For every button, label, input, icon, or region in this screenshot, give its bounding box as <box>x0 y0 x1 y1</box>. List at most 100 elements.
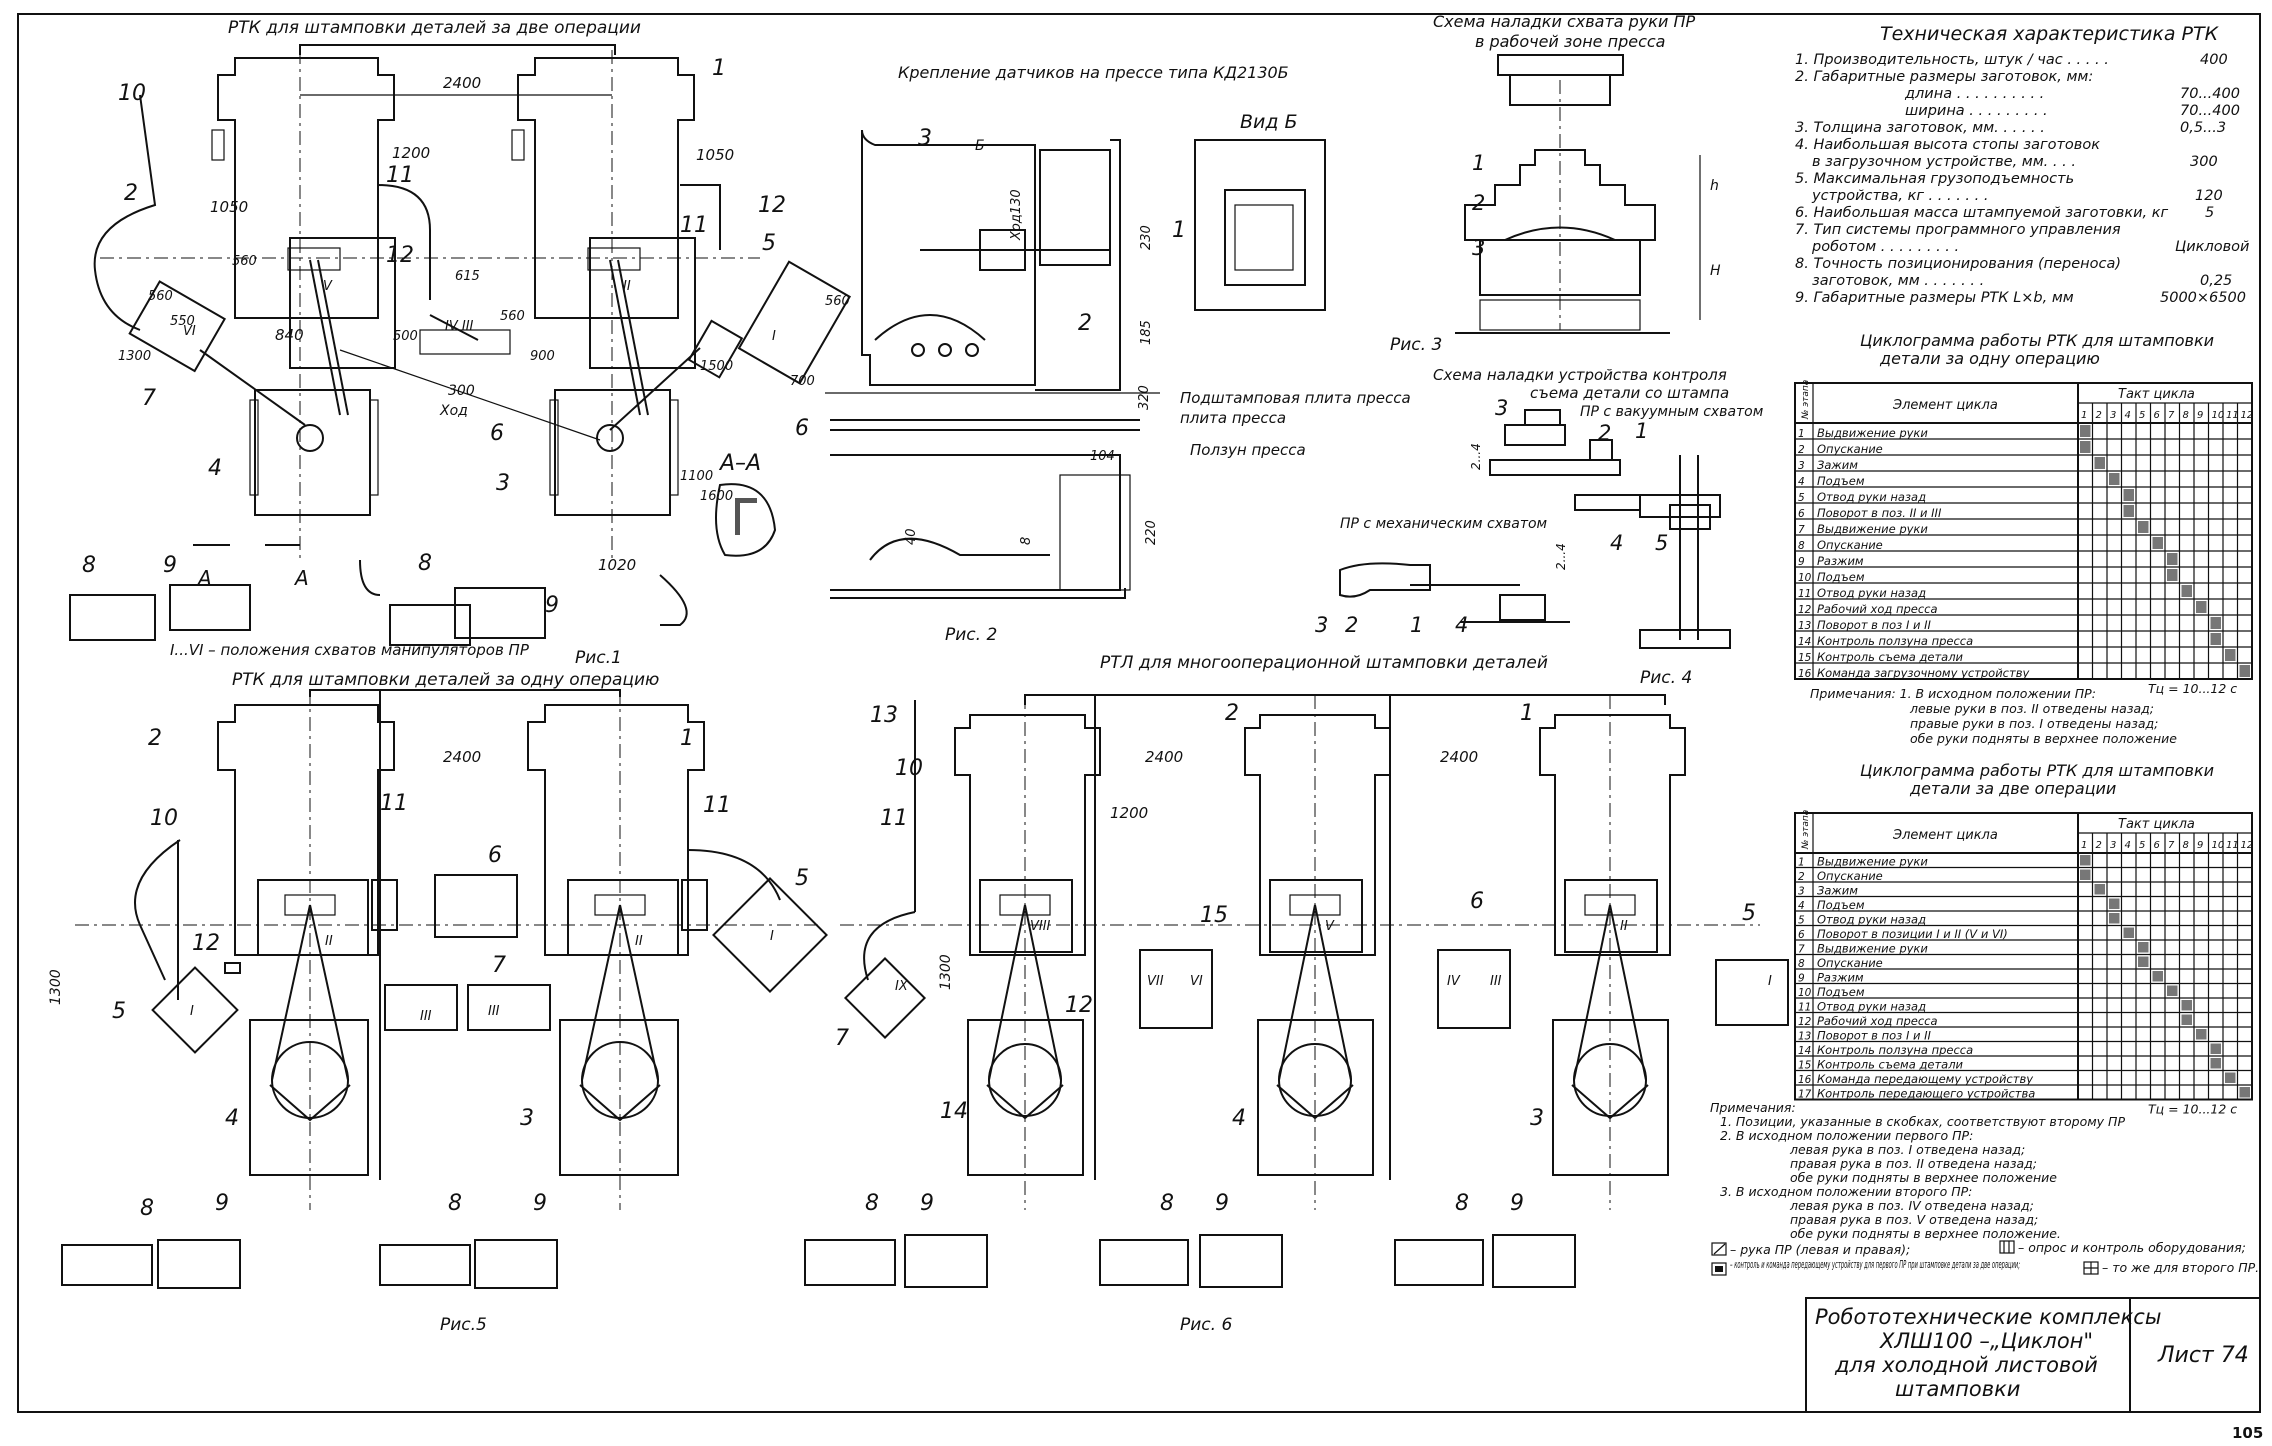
row-number: 8 <box>1798 958 1805 970</box>
svg-text:заготовок, мм . . . . .: заготовок, мм . . . . . . . <box>1812 273 1984 289</box>
takt-number: 9 <box>2197 840 2203 851</box>
cycle-element: Поворот в поз I и II <box>1817 618 1932 632</box>
svg-text:Ползун пресса: Ползун пресса <box>1190 441 1306 459</box>
press-left <box>211 57 396 516</box>
takt-number: 10 <box>2212 840 2225 851</box>
svg-text:0,25: 0,25 <box>2200 273 2232 289</box>
tech-spec: Техническая характеристика РТК 1. Произв… <box>1795 23 2249 306</box>
svg-text:левая рука в поз. IV отведена: левая рука в поз. IV отведена назад; <box>1789 1198 2034 1213</box>
cycle-mark <box>2167 985 2178 996</box>
svg-text:5: 5 <box>795 866 809 891</box>
svg-text:2. В исходном положении первог: 2. В исходном положении первого ПР: <box>1720 1128 1973 1143</box>
svg-text:104: 104 <box>1090 449 1115 464</box>
cycle-element: Поворот в поз. II и III <box>1817 506 1942 520</box>
svg-text:6: 6 <box>795 416 809 441</box>
svg-text:1: 1 <box>1635 419 1648 443</box>
row-number: 5 <box>1798 915 1805 927</box>
svg-text:9: 9 <box>545 593 559 618</box>
svg-text:8: 8 <box>82 553 96 578</box>
svg-text:70...400: 70...400 <box>2180 86 2240 102</box>
cycle-mark <box>2167 569 2178 581</box>
row-number: 1 <box>1798 428 1805 440</box>
svg-text:4: 4 <box>1232 1106 1246 1131</box>
cyc2-notes: Примечания: 1. Позиции, указанные в скоб… <box>1710 1100 2125 1241</box>
svg-text:Робототехнические комплексы: Робототехнические комплексы <box>1815 1305 2161 1329</box>
row-number: 8 <box>1798 540 1805 552</box>
cycle-time: Tц = 10...12 с <box>2148 1102 2237 1117</box>
legend-swatch-arm <box>1711 1242 1727 1256</box>
fig5-heading: РТК для штамповки деталей за одну операц… <box>232 670 659 690</box>
svg-text:h: h <box>1710 178 1719 194</box>
cycle-element: Опускание <box>1817 442 1883 456</box>
svg-text:900: 900 <box>530 349 555 364</box>
svg-text:2: 2 <box>1345 613 1358 637</box>
cycle-mark <box>2109 473 2120 485</box>
svg-text:8: 8 <box>1160 1191 1174 1216</box>
svg-text:7. Тип системы программного уп: 7. Тип системы программного управления <box>1795 222 2121 238</box>
row-number: 6 <box>1798 929 1805 941</box>
svg-text:3: 3 <box>520 1106 534 1131</box>
svg-text:II: II <box>325 934 333 949</box>
svg-text:VI: VI <box>1190 974 1203 989</box>
svg-text:700: 700 <box>790 374 815 389</box>
col-takt-header: Такт цикла <box>2118 387 2195 402</box>
svg-text:230: 230 <box>1139 225 1154 250</box>
row-number: 6 <box>1798 508 1805 520</box>
svg-text:11: 11 <box>703 793 731 818</box>
cycle-element: Поворот в поз I и II <box>1817 1029 1932 1043</box>
row-number: 10 <box>1798 987 1812 999</box>
svg-text:6: 6 <box>490 421 504 446</box>
cycle-element: Подъем <box>1817 898 1865 912</box>
svg-text:10: 10 <box>150 806 178 831</box>
takt-number: 4 <box>2125 410 2131 421</box>
svg-text:12: 12 <box>1065 993 1093 1018</box>
takt-number: 4 <box>2125 840 2131 851</box>
svg-text:560: 560 <box>825 294 850 309</box>
cycle-element: Разжим <box>1817 554 1864 568</box>
svg-text:1. Производительность, штук /: 1. Производительность, штук / час . . . … <box>1795 52 2109 68</box>
svg-text:8: 8 <box>865 1191 879 1216</box>
takt-number: 7 <box>2168 410 2175 421</box>
svg-text:ПР с вакуумным схватом: ПР с вакуумным схватом <box>1580 404 1764 420</box>
cycle-mark <box>2080 425 2091 437</box>
svg-text:Циклограмма работы РТК для шта: Циклограмма работы РТК для штамповки <box>1860 761 2214 780</box>
svg-text:9: 9 <box>163 553 177 578</box>
svg-text:5: 5 <box>1655 531 1668 555</box>
svg-text:А: А <box>196 566 212 590</box>
svg-text:съема детали со штампа: съема детали со штампа <box>1530 384 1729 402</box>
svg-text:ширина . . . . . . . .: ширина . . . . . . . . . <box>1905 103 2048 119</box>
svg-text:1020: 1020 <box>598 556 636 574</box>
svg-text:9: 9 <box>920 1191 934 1216</box>
cycle-element: Опускание <box>1817 538 1883 552</box>
cycle-mark <box>2225 649 2236 661</box>
takt-number: 3 <box>2110 410 2116 421</box>
svg-text:11: 11 <box>380 791 408 816</box>
fig3-caption: Рис. 3 <box>1390 335 1442 355</box>
svg-text:2: 2 <box>1078 311 1092 336</box>
cycle-element: Рабочий ход пресса <box>1817 602 1938 616</box>
cycle-mark <box>2138 521 2149 533</box>
svg-text:А: А <box>293 566 309 590</box>
cycle-element: Отвод руки назад <box>1817 1000 1926 1014</box>
svg-text:Цикловой: Цикловой <box>2175 239 2249 255</box>
takt-number: 5 <box>2139 840 2145 851</box>
cycle-mark <box>2123 505 2134 517</box>
cycle-element: Выдвижение руки <box>1817 522 1928 536</box>
page-number: 105 <box>2232 1424 2263 1442</box>
row-number: 3 <box>1798 460 1805 472</box>
svg-text:7: 7 <box>142 386 156 411</box>
svg-text:роботом . . . . . . .: роботом . . . . . . . . . <box>1811 239 1959 255</box>
svg-text:III: III <box>1490 974 1502 989</box>
row-number: 13 <box>1798 1031 1811 1043</box>
cycle-mark <box>2138 942 2149 953</box>
takt-number: 12 <box>2241 840 2254 851</box>
svg-text:1500: 1500 <box>700 359 733 374</box>
svg-text:220: 220 <box>1144 520 1159 545</box>
svg-text:II: II <box>635 934 643 949</box>
svg-text:4. Наибольшая высота стопы заг: 4. Наибольшая высота стопы заготовок <box>1795 137 2100 153</box>
svg-text:V: V <box>1325 919 1335 934</box>
row-number: 7 <box>1798 524 1805 536</box>
svg-text:II: II <box>1620 919 1628 934</box>
svg-text:в рабочей зоне пресса: в рабочей зоне пресса <box>1475 32 1665 51</box>
svg-text:3: 3 <box>496 471 510 496</box>
